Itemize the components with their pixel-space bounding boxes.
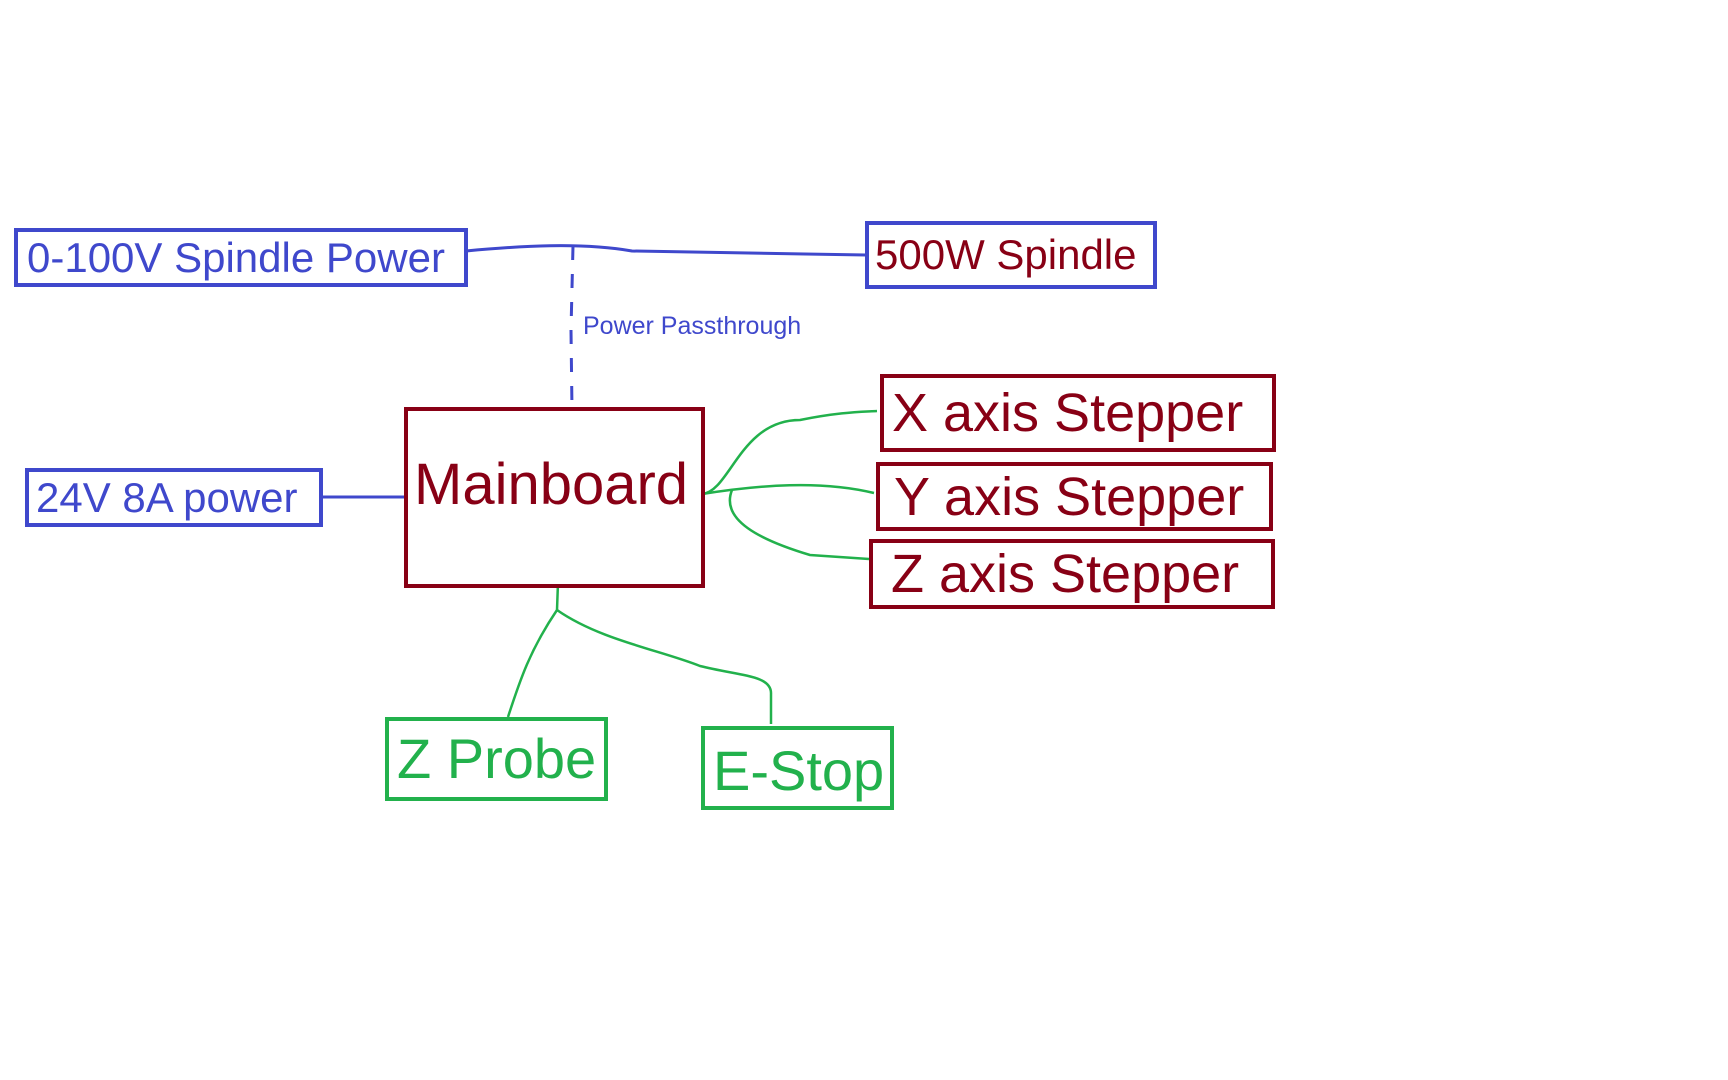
z-stepper-label: Z axis Stepper	[891, 544, 1240, 604]
mainboard-label: Mainboard	[414, 451, 689, 517]
wire-x-stepper	[701, 409, 878, 496]
power-24v-label: 24V 8A power	[36, 473, 298, 521]
estop-box: E-Stop	[701, 726, 894, 810]
power-passthrough-label: Power Passthrough	[583, 312, 802, 340]
wire-power-passthrough	[569, 245, 575, 411]
z-probe-label: Z Probe	[397, 727, 597, 790]
wire-y-stepper	[701, 483, 875, 496]
wire-z-stepper	[728, 489, 870, 561]
x-stepper-label: X axis Stepper	[892, 383, 1244, 443]
z-probe-box: Z Probe	[385, 717, 608, 801]
spindle-power-box: 0-100V Spindle Power	[14, 228, 468, 287]
x-stepper-box: X axis Stepper	[880, 374, 1276, 452]
spindle-power-label: 0-100V Spindle Power	[27, 233, 445, 281]
spindle-box: 500W Spindle	[865, 221, 1157, 289]
y-stepper-box: Y axis Stepper	[876, 462, 1273, 531]
power-24v-box: 24V 8A power	[25, 468, 323, 527]
y-stepper-label: Y axis Stepper	[894, 466, 1245, 527]
wire-spindle-power	[465, 244, 867, 257]
wire-estop	[556, 608, 773, 724]
spindle-label: 500W Spindle	[875, 231, 1137, 278]
estop-label: E-Stop	[713, 739, 885, 802]
mainboard-box: Mainboard	[404, 407, 705, 588]
z-stepper-box: Z axis Stepper	[869, 539, 1275, 609]
wire-z-probe	[506, 581, 560, 718]
